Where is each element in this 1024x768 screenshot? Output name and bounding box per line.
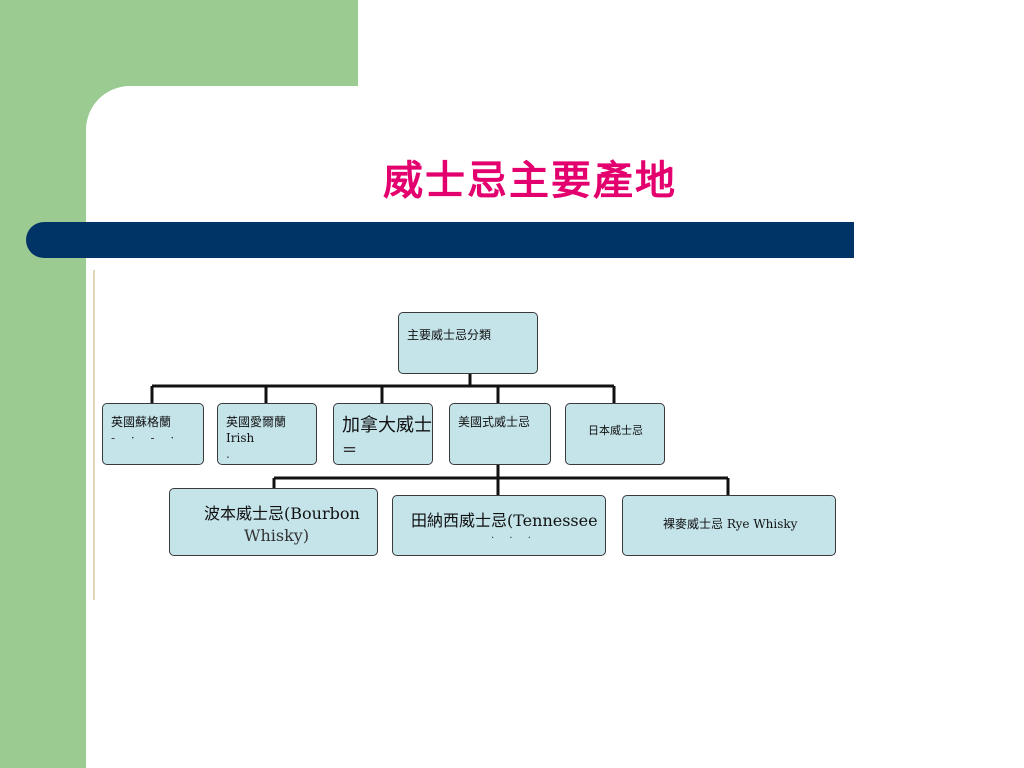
node-scotland: 英國蘇格蘭 - · - · [102,403,204,465]
node-bourbon: 波本威士忌(Bourbon Whisky) [169,488,378,556]
slide-title: 威士忌主要產地 [383,157,677,204]
node-tennessee: 田納西威士忌(Tennessee · · · [392,495,606,556]
node-canada: 加拿大威士 = [333,403,433,465]
node-usa: 美國式威士忌 [449,403,551,465]
node-rye: 裸麥威士忌 Rye Whisky [622,495,836,556]
node-ireland: 英國愛爾蘭 Irish . [217,403,317,465]
picture-frame-edge [93,270,95,600]
node-japan: 日本威士忌 [565,403,665,465]
node-root: 主要威士忌分類 [398,312,538,374]
title-underline-bar [26,222,854,258]
